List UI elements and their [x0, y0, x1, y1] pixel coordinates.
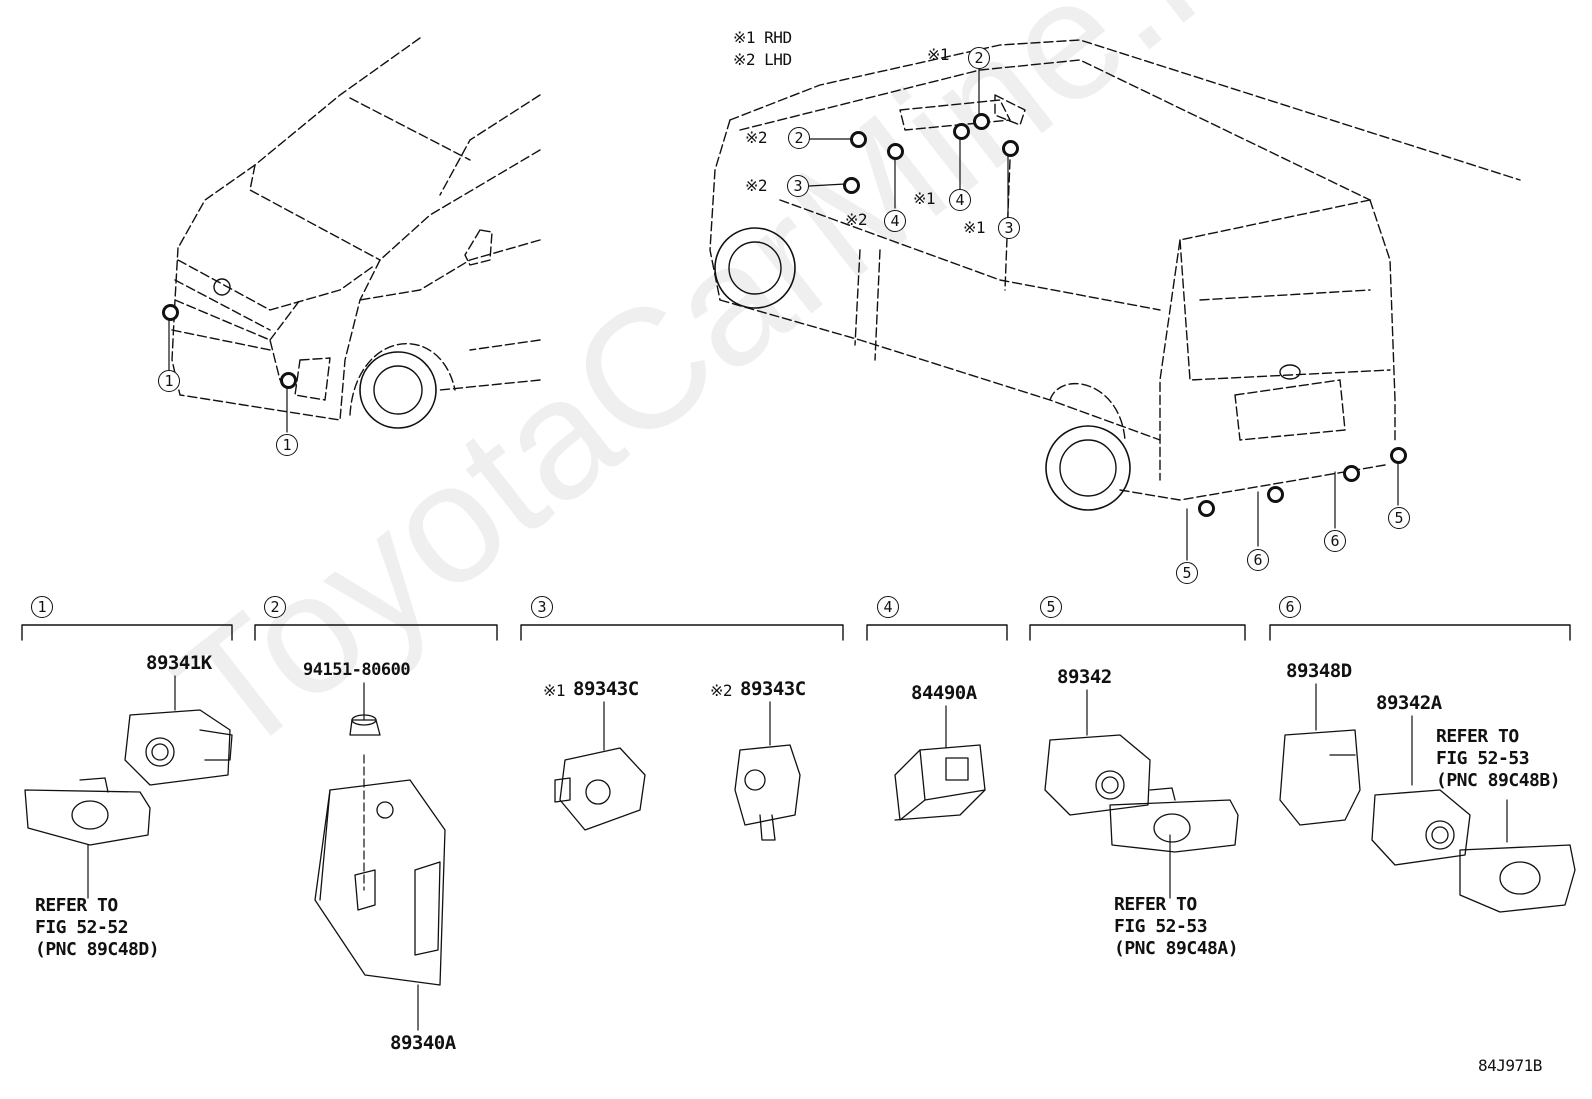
part-number-84490A: 84490A: [911, 682, 977, 704]
sensor-89342-sketch: [1044, 734, 1151, 816]
cover-89348D-sketch: [1279, 729, 1361, 826]
rear-van-drawing: [709, 39, 1521, 501]
refer-note-89C48B: REFER TO FIG 52-53 (PNC 89C48B): [1436, 726, 1561, 791]
part-number-89341K: 89341K: [146, 652, 212, 674]
callout-5: 5: [1388, 507, 1410, 529]
callout-1: 1: [276, 434, 298, 456]
part-number-89348D: 89348D: [1286, 660, 1352, 682]
location-marker-1a: [162, 304, 179, 321]
callout-1: 1: [158, 370, 180, 392]
part-number-89343C-lhd: 89343C: [740, 678, 806, 700]
group-index-3: 3: [531, 596, 553, 618]
bracket-89C48D-sketch: [24, 777, 151, 846]
callout-3: 3: [787, 175, 809, 197]
refer-note-89C48D: REFER TO FIG 52-52 (PNC 89C48D): [35, 895, 160, 960]
marker-note-lhd: ※2: [745, 128, 768, 147]
marker-note-rhd: ※1: [927, 45, 950, 64]
sensor-89343C-lhd-sketch: [734, 744, 801, 841]
location-marker-5a: [1198, 500, 1215, 517]
location-marker-6a: [1267, 486, 1284, 503]
part-leaders: [87, 675, 1508, 1031]
front-van-drawing: [171, 37, 541, 421]
nut-94151-sketch: [349, 714, 381, 736]
group-index-4: 4: [877, 596, 899, 618]
callout-2: 2: [788, 127, 810, 149]
callout-2: 2: [968, 47, 990, 69]
callout-6: 6: [1324, 530, 1346, 552]
legend-lhd: ※2 LHD: [733, 50, 792, 69]
part-number-89343C-rhd: 89343C: [573, 678, 639, 700]
location-marker-4b: [953, 123, 970, 140]
bracket-89C48B-sketch: [1459, 844, 1576, 913]
group-brackets: [21, 624, 1571, 641]
location-marker-6b: [1343, 465, 1360, 482]
callout-4: 4: [884, 210, 906, 232]
diagram-code: 84J971B: [1478, 1056, 1542, 1075]
marker-note-lhd: ※2: [745, 176, 768, 195]
sensor-89343C-rhd-sketch: [554, 747, 646, 831]
group-index-1: 1: [31, 596, 53, 618]
part-number-89342: 89342: [1057, 666, 1112, 688]
location-marker-1b: [280, 372, 297, 389]
marker-note-lhd: ※2: [845, 210, 868, 229]
part-number-89340A: 89340A: [390, 1032, 456, 1054]
leader-lines: [168, 67, 1399, 561]
switch-84490A-sketch: [894, 744, 986, 821]
callout-6: 6: [1247, 549, 1269, 571]
callout-5: 5: [1176, 562, 1198, 584]
bracket-89C48A-sketch: [1109, 787, 1239, 853]
marker-note-rhd: ※1: [913, 189, 936, 208]
group-index-2: 2: [264, 596, 286, 618]
marker-note-lhd: ※2: [710, 681, 733, 700]
callout-4: 4: [949, 189, 971, 211]
part-number-89342A: 89342A: [1376, 692, 1442, 714]
legend-rhd: ※1 RHD: [733, 28, 792, 47]
marker-note-rhd: ※1: [963, 218, 986, 237]
group-index-6: 6: [1279, 596, 1301, 618]
location-marker-3b: [1002, 140, 1019, 157]
refer-note-89C48A: REFER TO FIG 52-53 (PNC 89C48A): [1114, 894, 1239, 959]
marker-note-rhd: ※1: [543, 681, 566, 700]
part-number-94151-80600: 94151-80600: [303, 660, 411, 680]
ecu-89340A-sketch: [314, 779, 446, 986]
location-marker-4a: [887, 143, 904, 160]
location-marker-2a: [973, 113, 990, 130]
location-marker-5b: [1390, 447, 1407, 464]
location-marker-2b: [850, 131, 867, 148]
location-marker-3a: [843, 177, 860, 194]
group-index-5: 5: [1040, 596, 1062, 618]
sensor-89341K-sketch: [124, 709, 233, 786]
callout-3: 3: [998, 217, 1020, 239]
sensor-89342A-sketch: [1371, 789, 1471, 866]
